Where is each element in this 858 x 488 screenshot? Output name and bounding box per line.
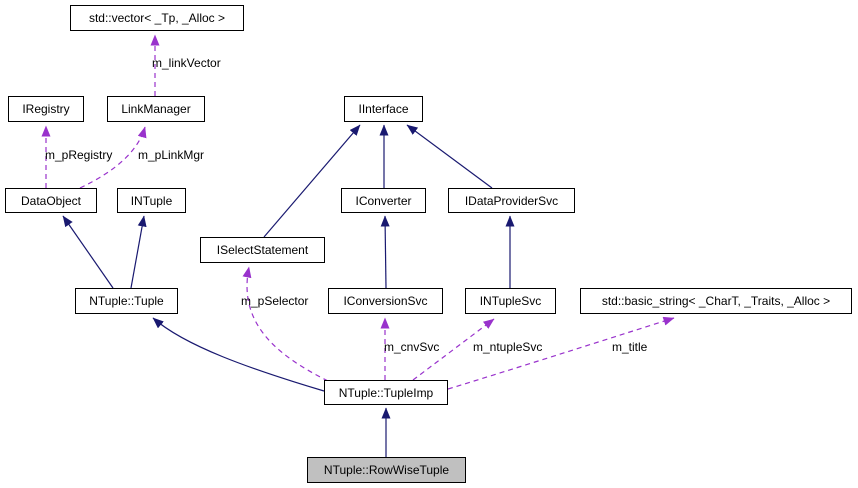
node-ntuple-tupleimp[interactable]: NTuple::TupleImp — [324, 380, 448, 405]
node-intuple[interactable]: INTuple — [117, 188, 186, 213]
node-dataobject[interactable]: DataObject — [5, 188, 97, 213]
edge-inherit-iselect-to-iinterface — [263, 124, 361, 238]
edge-label-m-pregistry: m_pRegistry — [45, 148, 113, 162]
edge-label-m-ntuplesvc: m_ntupleSvc — [473, 340, 543, 354]
node-std-vector[interactable]: std::vector< _Tp, _Alloc > — [70, 5, 244, 31]
node-iconverter[interactable]: IConverter — [341, 188, 426, 213]
node-intuplesvc[interactable]: INTupleSvc — [465, 288, 556, 314]
node-iconversionsvc[interactable]: IConversionSvc — [328, 288, 443, 314]
edge-label-m-cnvsvc: m_cnvSvc — [384, 340, 440, 354]
edge-label-m-linkvector: m_linkVector — [152, 56, 221, 70]
edge-inherit-idataprovider-to-iinterface — [406, 124, 493, 189]
edge-inherit-tupleimp-to-tuple — [152, 317, 325, 392]
edge-inherit-iconversionsvc-to-iconverter — [380, 215, 390, 289]
node-ntuple-rowwisetuple: NTuple::RowWiseTuple — [307, 457, 466, 483]
edge-inherit-tuple-to-intuple — [130, 215, 147, 289]
edge-label-m-pselector: m_pSelector — [241, 294, 309, 308]
edge-inherit-tuple-to-dataobject — [62, 215, 114, 289]
node-iselectstatement[interactable]: ISelectStatement — [200, 237, 325, 263]
node-std-basic-string[interactable]: std::basic_string< _CharT, _Traits, _All… — [580, 288, 852, 314]
edge-label-m-plinkmgr: m_pLinkMgr — [138, 148, 205, 162]
node-idataprovidersvc[interactable]: IDataProviderSvc — [448, 188, 575, 213]
node-linkmanager[interactable]: LinkManager — [107, 96, 205, 122]
edge-label-m-title: m_title — [612, 340, 648, 354]
node-iregistry[interactable]: IRegistry — [8, 96, 84, 122]
node-ntuple-tuple[interactable]: NTuple::Tuple — [75, 288, 178, 314]
node-iinterface[interactable]: IInterface — [344, 96, 423, 122]
edge-usage-tupleimp-to-iselect — [242, 266, 329, 382]
